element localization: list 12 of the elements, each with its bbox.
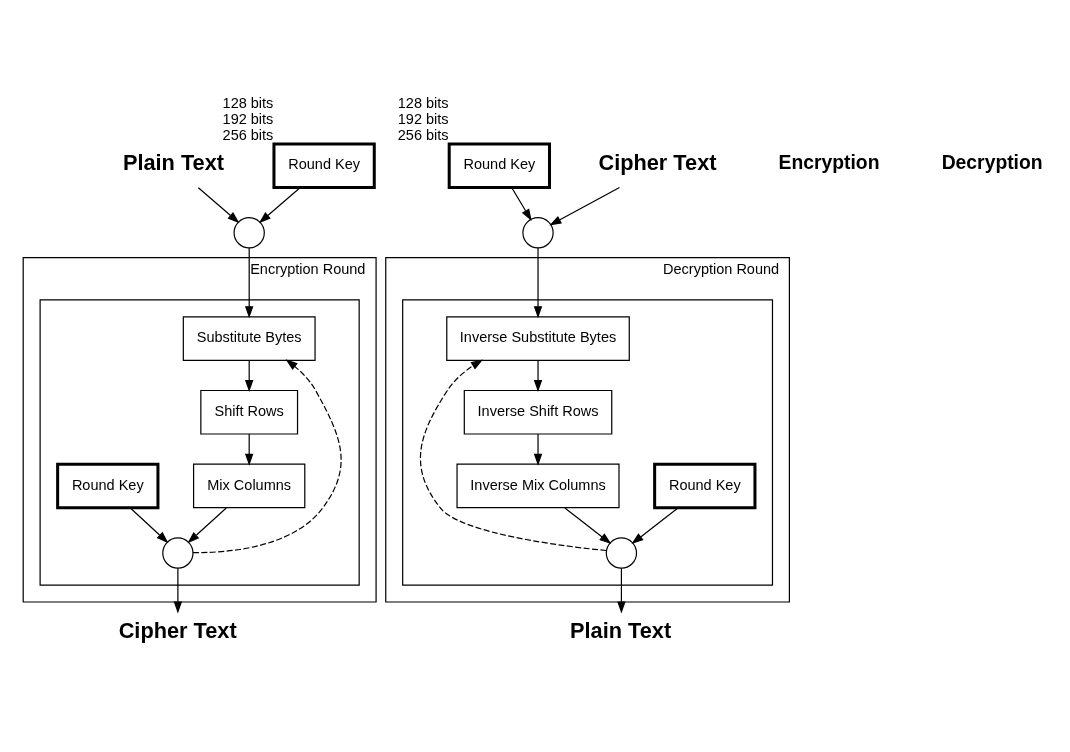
node-text: Plain Text bbox=[122, 149, 225, 175]
node-label: 256 bits bbox=[222, 126, 274, 143]
node-label: 128 bits bbox=[222, 95, 274, 112]
node-label: 256 bits bbox=[397, 126, 449, 143]
label: Decryption bbox=[941, 152, 1043, 174]
node-text: Cipher Text bbox=[118, 617, 237, 643]
node-label: 128 bits bbox=[397, 95, 449, 112]
node-label: 192 bits bbox=[222, 111, 274, 128]
node-text: Cipher Text bbox=[598, 149, 717, 175]
label: Encryption bbox=[778, 152, 880, 174]
node-label: 192 bits bbox=[397, 111, 449, 128]
node-text: Plain Text bbox=[570, 617, 672, 643]
